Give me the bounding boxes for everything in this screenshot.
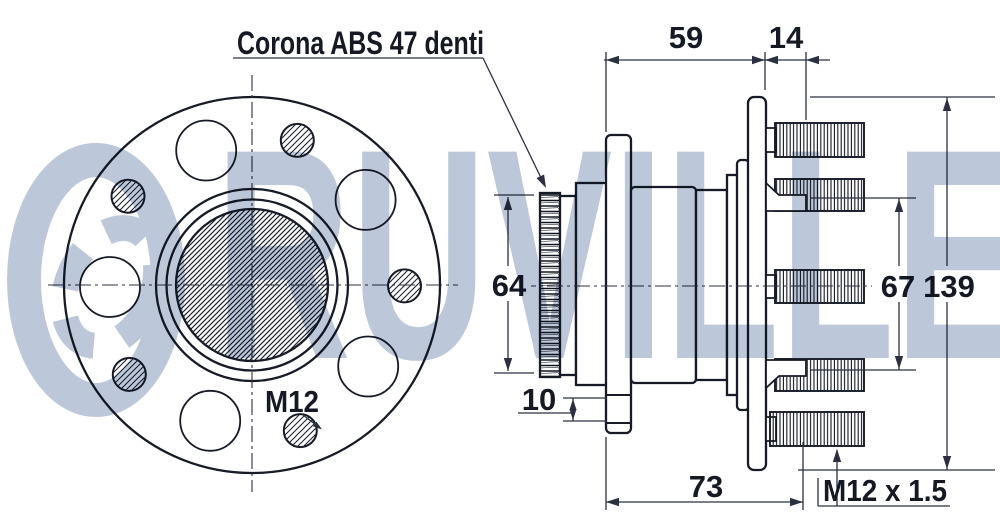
dim-14: 14 bbox=[769, 20, 804, 55]
hub-thread-label: M12 bbox=[265, 384, 319, 419]
dim-59: 59 bbox=[669, 20, 703, 55]
seal-section bbox=[574, 181, 609, 387]
dim-64: 64 bbox=[492, 268, 527, 303]
pilot-top bbox=[765, 180, 807, 212]
dim-139: 139 bbox=[923, 269, 975, 304]
abs-ring-callout: Corona ABS 47 denti bbox=[237, 25, 484, 61]
dim-10: 10 bbox=[522, 382, 556, 417]
watermark: RUVILLE bbox=[7, 86, 1000, 422]
brand-logo-mark bbox=[7, 143, 185, 417]
dim-73: 73 bbox=[689, 469, 723, 504]
side-view bbox=[520, 95, 872, 472]
brand-watermark-text: RUVILLE bbox=[215, 86, 1000, 422]
dim-67: 67 bbox=[881, 269, 915, 304]
dimensions: 59 14 64 10 73 67 bbox=[233, 20, 995, 510]
lightening-holes bbox=[79, 119, 400, 452]
stud-thread-label: M12 x 1.5 bbox=[823, 473, 947, 508]
pilot-bottom bbox=[765, 359, 807, 391]
hub-neck bbox=[694, 188, 729, 382]
